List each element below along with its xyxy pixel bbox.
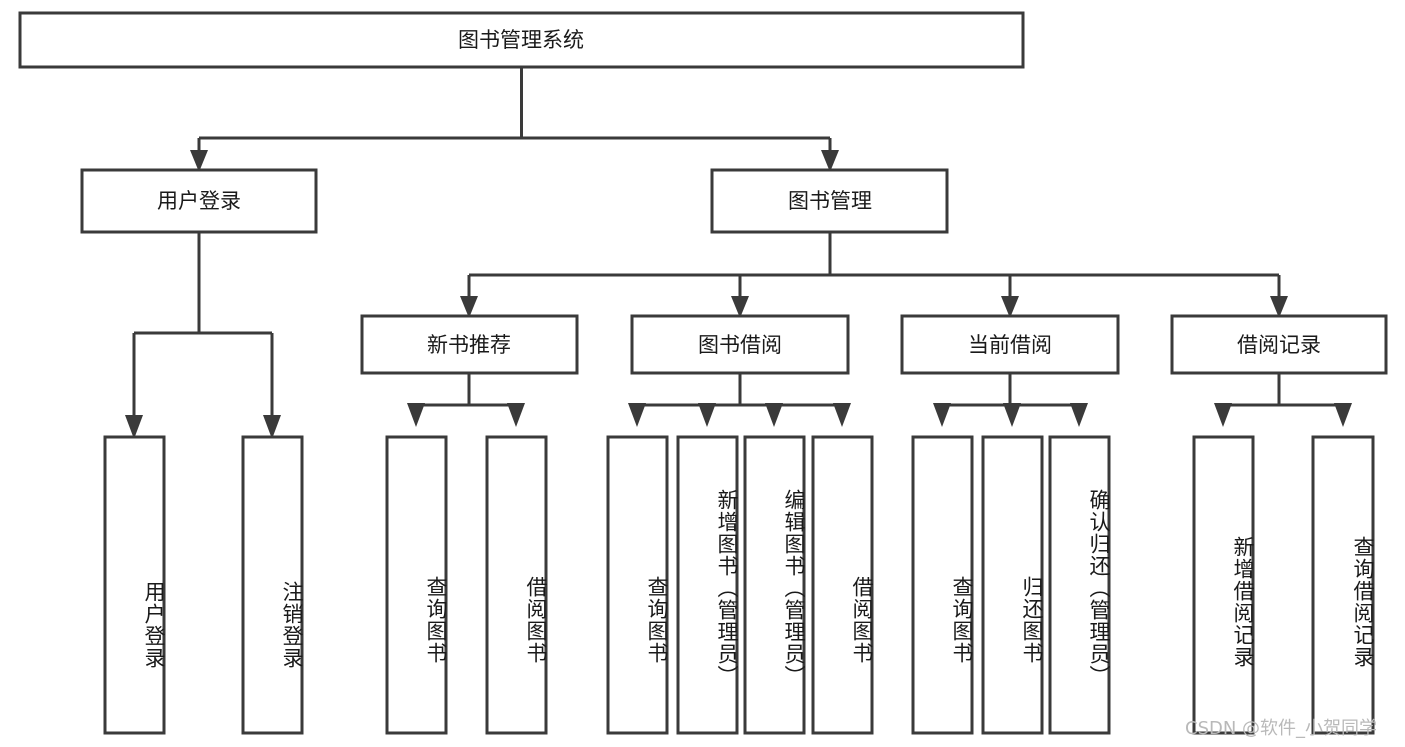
node-book-borrow-label: 图书借阅 [698,333,782,357]
node-leaf-add-record-rect[interactable] [1192,435,1255,735]
arrow-icon-leaf-borrow-book-rec [507,403,525,427]
node-book-borrow-rect[interactable] [630,314,850,375]
node-leaf-query-book-borrow-rect[interactable] [606,435,669,735]
arrow-icon-new-book-recommend [460,296,478,318]
node-new-book-recommend[interactable]: 新书推荐 [360,314,579,375]
node-root-rect[interactable] [18,11,1025,69]
arrow-icon-leaf-return-book [1003,403,1021,427]
arrow-icon-leaf-borrow-book [833,403,851,427]
arrow-icon-current-borrow [1001,296,1019,318]
node-new-book-recommend-rect[interactable] [360,314,579,375]
node-layer: 图书管理系统 用户登录 图书管理 新书推荐 图书借阅 当前 [18,11,1388,735]
node-leaf-logout-rect[interactable] [241,435,304,735]
node-leaf-confirm-return-rect[interactable] [1048,435,1111,735]
node-current-borrow-label: 当前借阅 [968,333,1052,357]
arrow-icon-leaf-logout [263,415,281,439]
arrow-icon-leaf-edit-book [765,403,783,427]
node-root[interactable]: 图书管理系统 [18,11,1025,69]
arrow-icon-leaf-query-record [1334,403,1352,427]
node-leaf-borrow-book-rec-rect[interactable] [485,435,548,735]
node-book-manage[interactable]: 图书管理 [710,168,949,234]
node-leaf-borrow-book-rect[interactable] [811,435,874,735]
node-borrow-record-label: 借阅记录 [1237,333,1321,357]
node-leaf-add-book-rect[interactable] [676,435,739,735]
node-leaf-user-login-rect[interactable] [103,435,166,735]
arrow-icon-book-manage [821,150,839,172]
arrow-icon-leaf-add-book [698,403,716,427]
node-book-manage-label: 图书管理 [788,189,872,213]
arrow-icon-leaf-query-book-borrow [628,403,646,427]
arrow-icon-leaf-add-record [1214,403,1232,427]
watermark-text: CSDN @软件_小贺同学 [1185,718,1378,739]
arrow-icon-user-login [190,150,208,172]
node-user-login-label: 用户登录 [157,189,241,213]
node-user-login-rect[interactable] [80,168,318,234]
node-current-borrow-rect[interactable] [900,314,1120,375]
node-borrow-record-rect[interactable] [1170,314,1388,375]
node-leaf-query-book-cur-rect[interactable] [911,435,974,735]
node-leaf-return-book-rect[interactable] [981,435,1044,735]
node-user-login[interactable]: 用户登录 [80,168,318,234]
node-leaf-query-record-rect[interactable] [1311,435,1375,735]
arrow-icon-book-borrow [731,296,749,318]
node-new-book-recommend-label: 新书推荐 [427,333,511,357]
node-book-borrow[interactable]: 图书借阅 [630,314,850,375]
arrow-icon-borrow-record [1270,296,1288,318]
arrow-icon-leaf-user-login [125,415,143,439]
node-borrow-record[interactable]: 借阅记录 [1170,314,1388,375]
arrow-icon-leaf-query-book-cur [933,403,951,427]
node-leaf-query-book-rec-rect[interactable] [385,435,448,735]
node-leaf-edit-book-rect[interactable] [743,435,806,735]
node-book-manage-rect[interactable] [710,168,949,234]
node-current-borrow[interactable]: 当前借阅 [900,314,1120,375]
node-root-label: 图书管理系统 [458,28,584,52]
arrow-icon-leaf-query-book-rec [407,403,425,427]
arrowhead-layer [125,150,1352,439]
arrow-icon-leaf-confirm-return [1070,403,1088,427]
